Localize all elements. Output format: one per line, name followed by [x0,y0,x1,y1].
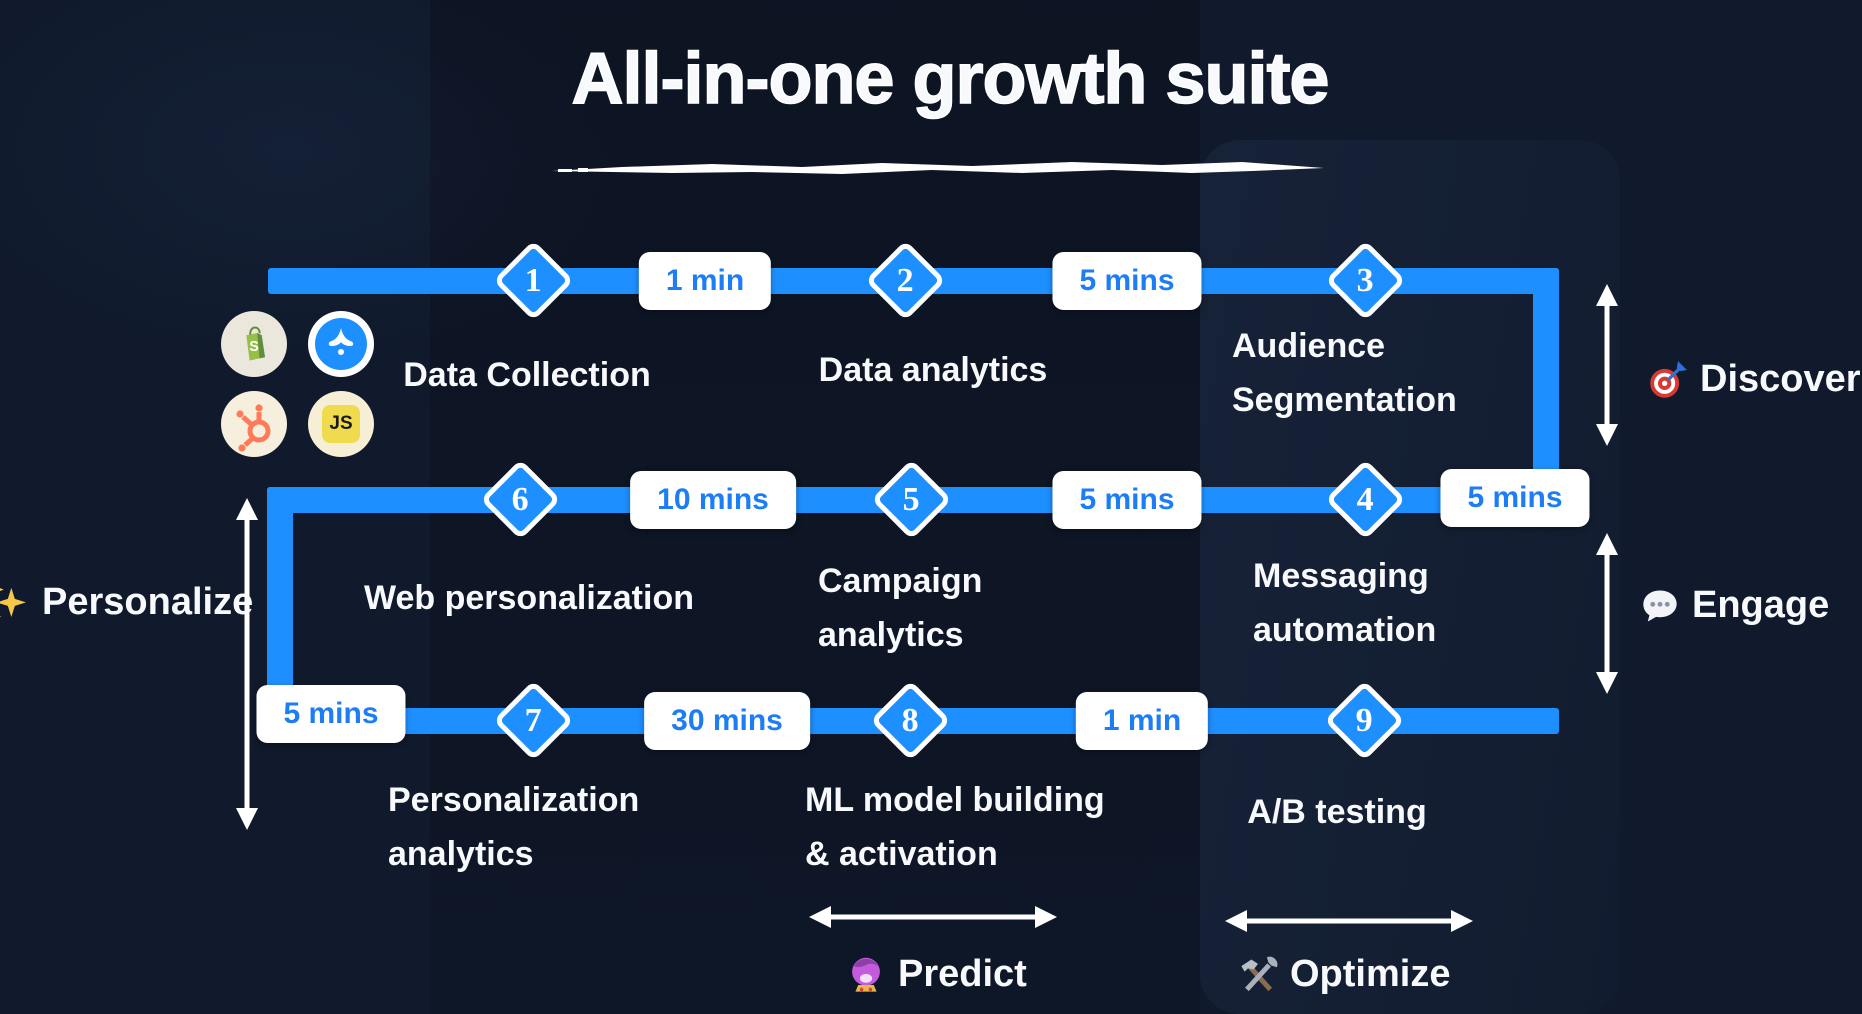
duration-badge-7-8: 30 mins [644,692,810,750]
step-3-label-line2: Segmentation [1232,381,1457,419]
flow-line-right-vertical [1533,268,1559,501]
engage-range-arrow [1596,533,1618,694]
step-3-diamond: 3 [1325,240,1406,321]
step-6-label: Web personalization [364,579,694,617]
step-4-label: Messaging automation [1253,549,1436,657]
step-3-number: 3 [1357,261,1374,299]
step-2-label: Data analytics [818,351,1048,389]
step-1-number: 1 [525,261,542,299]
step-9-label: A/B testing [1247,793,1427,831]
step-9-number: 9 [1356,701,1373,739]
step-7-diamond: 7 [493,680,574,761]
optimize-range-arrow [1225,910,1473,932]
javascript-icon: JS [308,391,374,457]
step-6-diamond: 6 [480,459,561,540]
page-title: All-in-one growth suite [571,38,1330,120]
step-5-number: 5 [903,480,920,518]
duration-badge-4-5: 5 mins [1052,471,1202,529]
step-5-label: Campaign analytics [818,554,982,662]
predict-range-arrow [809,906,1057,928]
phase-discover-label: Discover [1700,358,1861,400]
step-9-diamond: 9 [1324,680,1405,761]
hubspot-sprocket-icon [221,391,287,457]
step-4-label-line2: automation [1253,611,1437,649]
step-2-diamond: 2 [865,240,946,321]
duration-badge-8-9: 1 min [1075,692,1209,750]
duration-badge-3-4: 5 mins [1440,469,1590,527]
duration-badge-1-2: 1 min [638,252,772,310]
sparkles-icon [0,587,26,617]
step-5-label-line1: Campaign [818,562,983,600]
target-icon [1650,360,1687,398]
javascript-label: JS [329,413,353,434]
phase-personalize: Personalize [0,581,253,624]
title-underline-brush [552,162,1324,174]
step-7-label: Personalization analytics [388,773,639,881]
step-8-diamond: 8 [870,680,951,761]
duration-badge-2-3: 5 mins [1052,252,1202,310]
step-8-number: 8 [902,701,919,739]
step-8-label: ML model building & activation [805,773,1105,881]
phase-engage-label: Engage [1692,584,1830,626]
whale-tail-icon [308,311,374,377]
step-5-label-line2: analytics [818,616,964,654]
step-6-number: 6 [512,480,529,518]
phase-predict-label: Predict [898,953,1027,995]
step-1-diamond: 1 [493,240,574,321]
step-1-label: Data Collection [403,356,651,394]
shopify-icon: S [221,311,287,377]
step-2-number: 2 [897,261,914,299]
step-5-diamond: 5 [871,459,952,540]
step-7-number: 7 [525,701,542,739]
step-4-diamond: 4 [1325,459,1406,540]
crystal-ball-icon [852,957,880,992]
step-4-label-line1: Messaging [1253,557,1429,595]
speech-bubble-icon [1643,589,1677,622]
tools-icon [1241,956,1278,991]
step-3-label: Audience Segmentation [1232,319,1457,427]
discover-range-arrow [1596,284,1618,446]
step-8-label-line2: & activation [805,835,998,873]
step-8-label-line1: ML model building [805,781,1105,819]
phase-personalize-label: Personalize [42,581,254,623]
phase-discover: Discover [1648,358,1861,401]
phase-optimize-label: Optimize [1290,953,1451,995]
step-4-number: 4 [1357,480,1374,518]
duration-badge-5-6: 10 mins [630,471,796,529]
phase-optimize: Optimize [1238,953,1450,996]
phase-predict: Predict [846,953,1027,996]
step-7-label-line2: analytics [388,835,534,873]
shopify-letter: S [249,339,259,355]
step-7-label-line1: Personalization [388,781,640,819]
duration-badge-6-7: 5 mins [256,685,406,743]
step-3-label-line1: Audience [1232,327,1386,365]
phase-engage: Engage [1640,584,1829,627]
personalize-range-arrow [236,498,258,830]
